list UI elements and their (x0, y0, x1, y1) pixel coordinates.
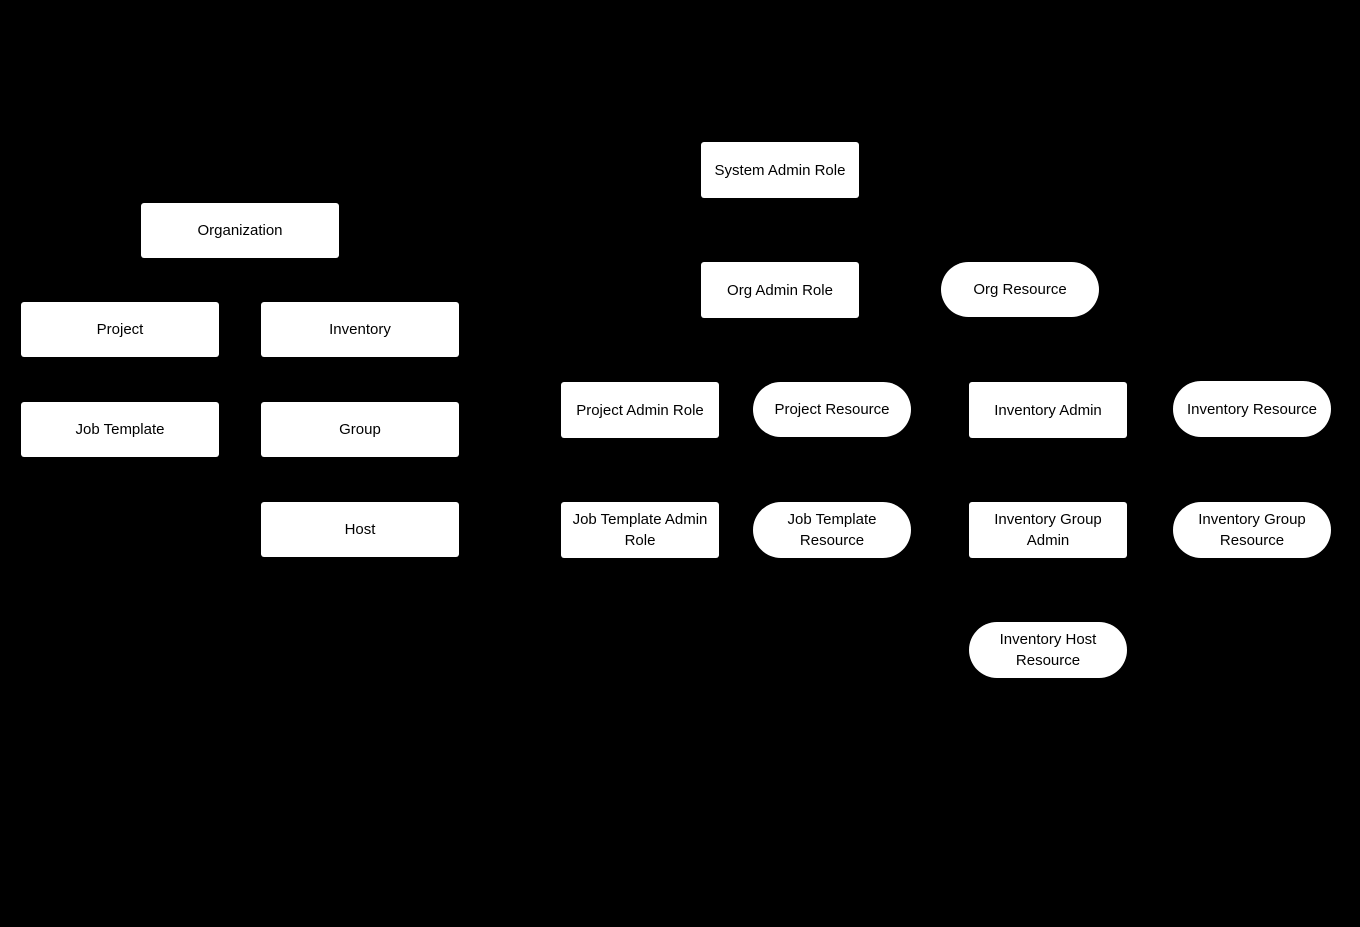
node-inventory-label: Inventory (329, 321, 391, 338)
node-job-template-admin-role: Job Template Admin Role (561, 502, 719, 558)
node-organization: Organization (141, 203, 339, 258)
node-project-admin-role-label: Project Admin Role (576, 401, 704, 419)
node-host: Host (261, 502, 459, 557)
node-group: Group (261, 402, 459, 457)
node-organization-label: Organization (197, 222, 283, 239)
node-inventory-host-resource-label: Inventory Host Resource (999, 631, 1097, 669)
node-job-template-resource: Job Template Resource (753, 502, 911, 558)
node-inventory-group-admin-label: Inventory Group Admin (994, 511, 1102, 549)
node-inventory-group-admin: Inventory Group Admin (969, 502, 1127, 558)
node-inventory-group-resource: Inventory Group Resource (1173, 502, 1331, 558)
node-inventory-resource: Inventory Resource (1173, 381, 1331, 437)
node-job-template: Job Template (21, 402, 219, 457)
node-inventory-resource-label: Inventory Resource (1186, 400, 1318, 418)
node-project-resource: Project Resource (753, 382, 911, 437)
node-org-resource: Org Resource (941, 262, 1099, 317)
node-group-label: Group (339, 421, 381, 438)
node-org-admin-role: Org Admin Role (701, 262, 859, 318)
node-system-admin-role-label: System Admin Role (714, 161, 846, 179)
node-system-admin-role: System Admin Role (701, 142, 859, 198)
node-inventory-admin-label: Inventory Admin (994, 401, 1102, 419)
node-project-resource-label: Project Resource (774, 401, 890, 418)
node-job-template-admin-role-label: Job Template Admin Role (572, 511, 708, 549)
node-org-resource-label: Org Resource (973, 281, 1067, 298)
node-project-label: Project (96, 321, 144, 338)
node-inventory-host-resource: Inventory Host Resource (969, 622, 1127, 678)
node-host-label: Host (344, 521, 376, 538)
node-project-admin-role: Project Admin Role (561, 382, 719, 438)
node-job-template-label: Job Template (75, 421, 165, 438)
node-inventory-group-resource-label: Inventory Group Resource (1198, 511, 1306, 549)
node-org-admin-role-label: Org Admin Role (727, 281, 833, 299)
node-project: Project (21, 302, 219, 357)
node-inventory-admin: Inventory Admin (969, 382, 1127, 438)
node-job-template-resource-label: Job Template Resource (787, 511, 877, 549)
node-inventory: Inventory (261, 302, 459, 357)
